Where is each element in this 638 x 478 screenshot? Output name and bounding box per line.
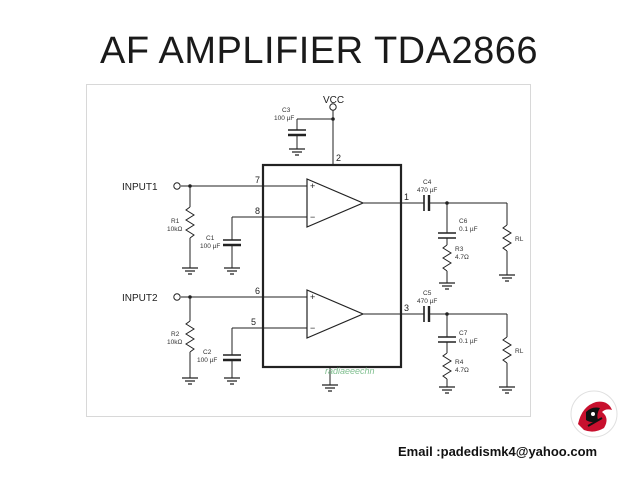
watermark-text: radiaeeechn (325, 366, 375, 376)
c2-name: C2 (203, 349, 212, 356)
r1-value: 10kΩ (167, 226, 182, 233)
ic-body (261, 163, 403, 369)
c1-value: 100 µF (200, 243, 220, 250)
schematic-drawing: VCC INPUT1 INPUT2 2 7 8 1 6 5 3 + − + − … (122, 95, 524, 394)
pin-5-label: 5 (251, 317, 256, 327)
r4-name: R4 (455, 359, 464, 366)
pin-3-label: 3 (404, 303, 409, 313)
c6-name: C6 (459, 218, 468, 225)
rl1-resistor (502, 224, 512, 252)
r4-resistor (442, 352, 452, 380)
opamp-1 (306, 178, 365, 228)
input1-label: INPUT1 (122, 182, 158, 193)
c7-name: C7 (459, 330, 468, 337)
r3-name: R3 (455, 246, 464, 253)
r2-resistor (185, 320, 195, 353)
r2-value: 10kΩ (167, 339, 182, 346)
sports-logo-icon (568, 388, 620, 440)
c2-value: 100 µF (197, 357, 217, 364)
ground-symbols (182, 148, 515, 394)
rl1-label: RL (515, 236, 524, 243)
opamp2-minus: − (310, 323, 315, 333)
input2-label: INPUT2 (122, 293, 158, 304)
r1-resistor (185, 206, 195, 239)
c5-value: 470 µF (417, 298, 437, 305)
c7-value: 0.1 µF (459, 338, 478, 345)
pin-2-label: 2 (336, 153, 341, 163)
c4-value: 470 µF (417, 187, 437, 194)
r2-name: R2 (171, 331, 180, 338)
pin-6-label: 6 (255, 286, 260, 296)
contact-email: Email :padedismk4@yahoo.com (398, 444, 598, 459)
input1-terminal (173, 182, 181, 190)
c1-name: C1 (206, 235, 215, 242)
c4-name: C4 (423, 179, 432, 186)
opamp-2 (306, 289, 365, 339)
opamp1-plus: + (310, 181, 315, 191)
pin-1-label: 1 (404, 192, 409, 202)
pin-7-label: 7 (255, 175, 260, 185)
circuit-schematic: VCC INPUT1 INPUT2 2 7 8 1 6 5 3 + − + − … (86, 84, 531, 417)
r3-resistor (442, 244, 452, 272)
rl2-resistor (502, 336, 512, 364)
r4-value: 4.7Ω (455, 367, 469, 374)
vcc-terminal (329, 103, 337, 111)
pin-8-label: 8 (255, 206, 260, 216)
r3-value: 4.7Ω (455, 254, 469, 261)
vcc-label: VCC (323, 95, 344, 106)
c6-value: 0.1 µF (459, 226, 478, 233)
page-title: AF AMPLIFIER TDA2866 (99, 30, 539, 72)
input2-terminal (173, 293, 181, 301)
c3-value: 100 µF (274, 115, 294, 122)
rl2-label: RL (515, 348, 524, 355)
r1-name: R1 (171, 218, 180, 225)
c5-name: C5 (423, 290, 432, 297)
c3-name: C3 (282, 107, 291, 114)
opamp1-minus: − (310, 212, 315, 222)
opamp2-plus: + (310, 292, 315, 302)
